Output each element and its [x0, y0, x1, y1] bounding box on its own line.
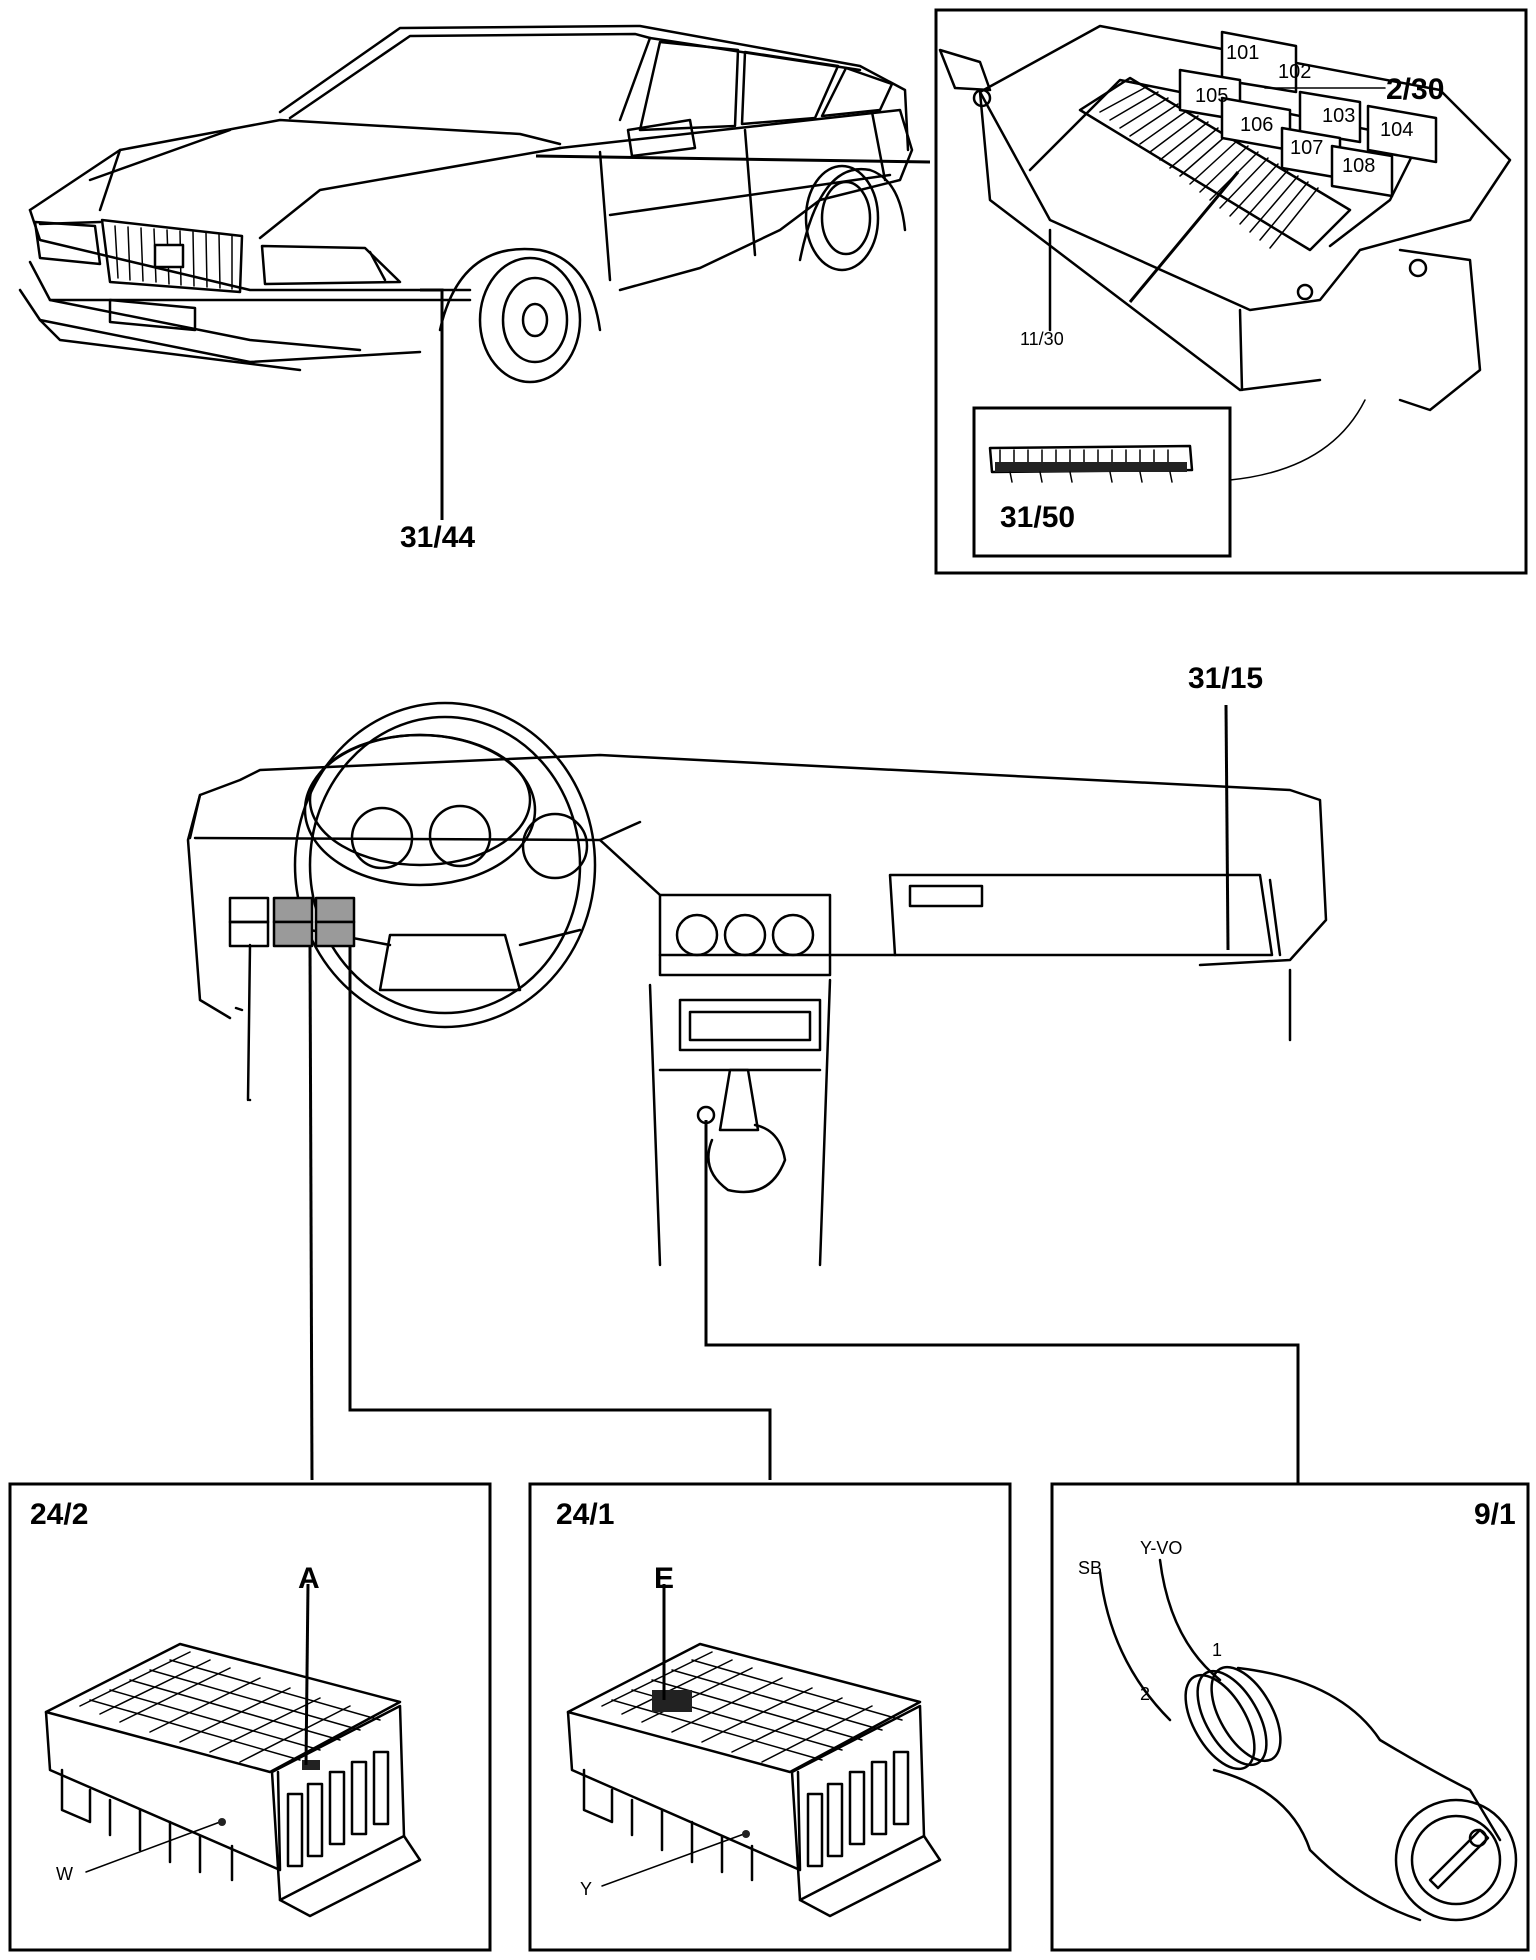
- panel-24-2: [8, 1482, 492, 1952]
- label-31-50: 31/50: [1000, 501, 1075, 534]
- panel-24-1: [528, 1482, 1012, 1952]
- label-2-30: 2/30: [1386, 73, 1444, 106]
- label-11-30: 11/30: [1020, 329, 1064, 349]
- dashboard-illustration: [186, 701, 1328, 1484]
- car-illustration: [18, 24, 931, 520]
- label-31-15: 31/15: [1188, 662, 1263, 695]
- wire-y-vo: Y-VO: [1140, 1538, 1182, 1558]
- relay-103: 103: [1322, 105, 1355, 127]
- relay-108: 108: [1342, 155, 1375, 177]
- panel-9-1: [1050, 1482, 1530, 1952]
- relay-box-inset: [934, 8, 1528, 575]
- pin-e: E: [654, 1562, 674, 1595]
- label-24-1: 24/1: [556, 1498, 614, 1531]
- relay-106: 106: [1240, 114, 1273, 136]
- label-31-44: 31/44: [400, 521, 475, 554]
- terminal-1: 1: [1212, 1640, 1222, 1660]
- housing-y: Y: [580, 1879, 592, 1899]
- relay-107: 107: [1290, 137, 1323, 159]
- terminal-2: 2: [1140, 1684, 1150, 1704]
- relay-104: 104: [1380, 119, 1413, 141]
- relay-105: 105: [1195, 85, 1228, 107]
- relay-102: 102: [1278, 61, 1311, 83]
- housing-w: W: [56, 1864, 73, 1884]
- relay-101: 101: [1226, 42, 1259, 64]
- pin-a: A: [298, 1562, 320, 1595]
- wire-sb: SB: [1078, 1558, 1102, 1578]
- label-9-1: 9/1: [1474, 1498, 1516, 1531]
- label-24-2: 24/2: [30, 1498, 88, 1531]
